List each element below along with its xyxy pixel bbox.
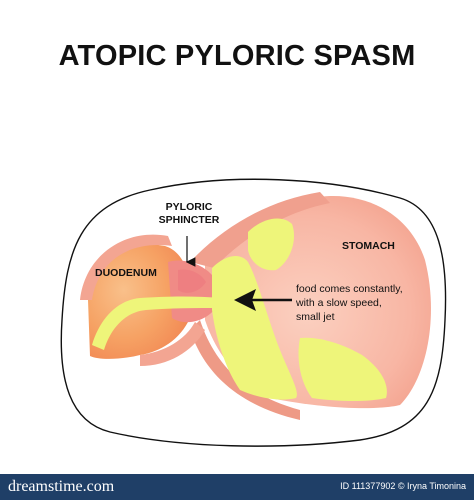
image-credit: ID 111377902 © Iryna Timonina bbox=[340, 481, 466, 491]
dreamstime-logo: dreamstime.com bbox=[8, 478, 115, 495]
duodenum-label: DUODENUM bbox=[95, 267, 157, 279]
pylorus-diagram: PYLORIC SPHINCTER STOMACH DUODENUM food … bbox=[60, 178, 447, 447]
pyloric-sphincter-label-1: PYLORIC bbox=[166, 201, 213, 213]
food-mass-lower bbox=[298, 337, 387, 401]
food-note-line-1: food comes constantly, bbox=[296, 283, 403, 295]
food-note-line-3: small jet bbox=[296, 311, 335, 323]
watermark-footer: dreamstime.com ID 111377902 © Iryna Timo… bbox=[0, 474, 474, 500]
pyloric-ring bbox=[178, 269, 206, 293]
stomach-label: STOMACH bbox=[342, 240, 395, 252]
food-arrow-head bbox=[234, 289, 256, 311]
food-mass-main bbox=[212, 256, 297, 400]
outline-frame bbox=[60, 178, 447, 447]
diagram-title: ATOPIC PYLORIC SPASM bbox=[58, 40, 416, 72]
food-jet bbox=[92, 296, 222, 350]
duodenum-wall-lower bbox=[140, 322, 205, 366]
duodenum-wall bbox=[80, 234, 172, 300]
food-mass-upper bbox=[248, 218, 295, 271]
food-note-line-2: with a slow speed, bbox=[295, 297, 382, 309]
pyloric-sphincter-label-2: SPHINCTER bbox=[159, 214, 220, 226]
